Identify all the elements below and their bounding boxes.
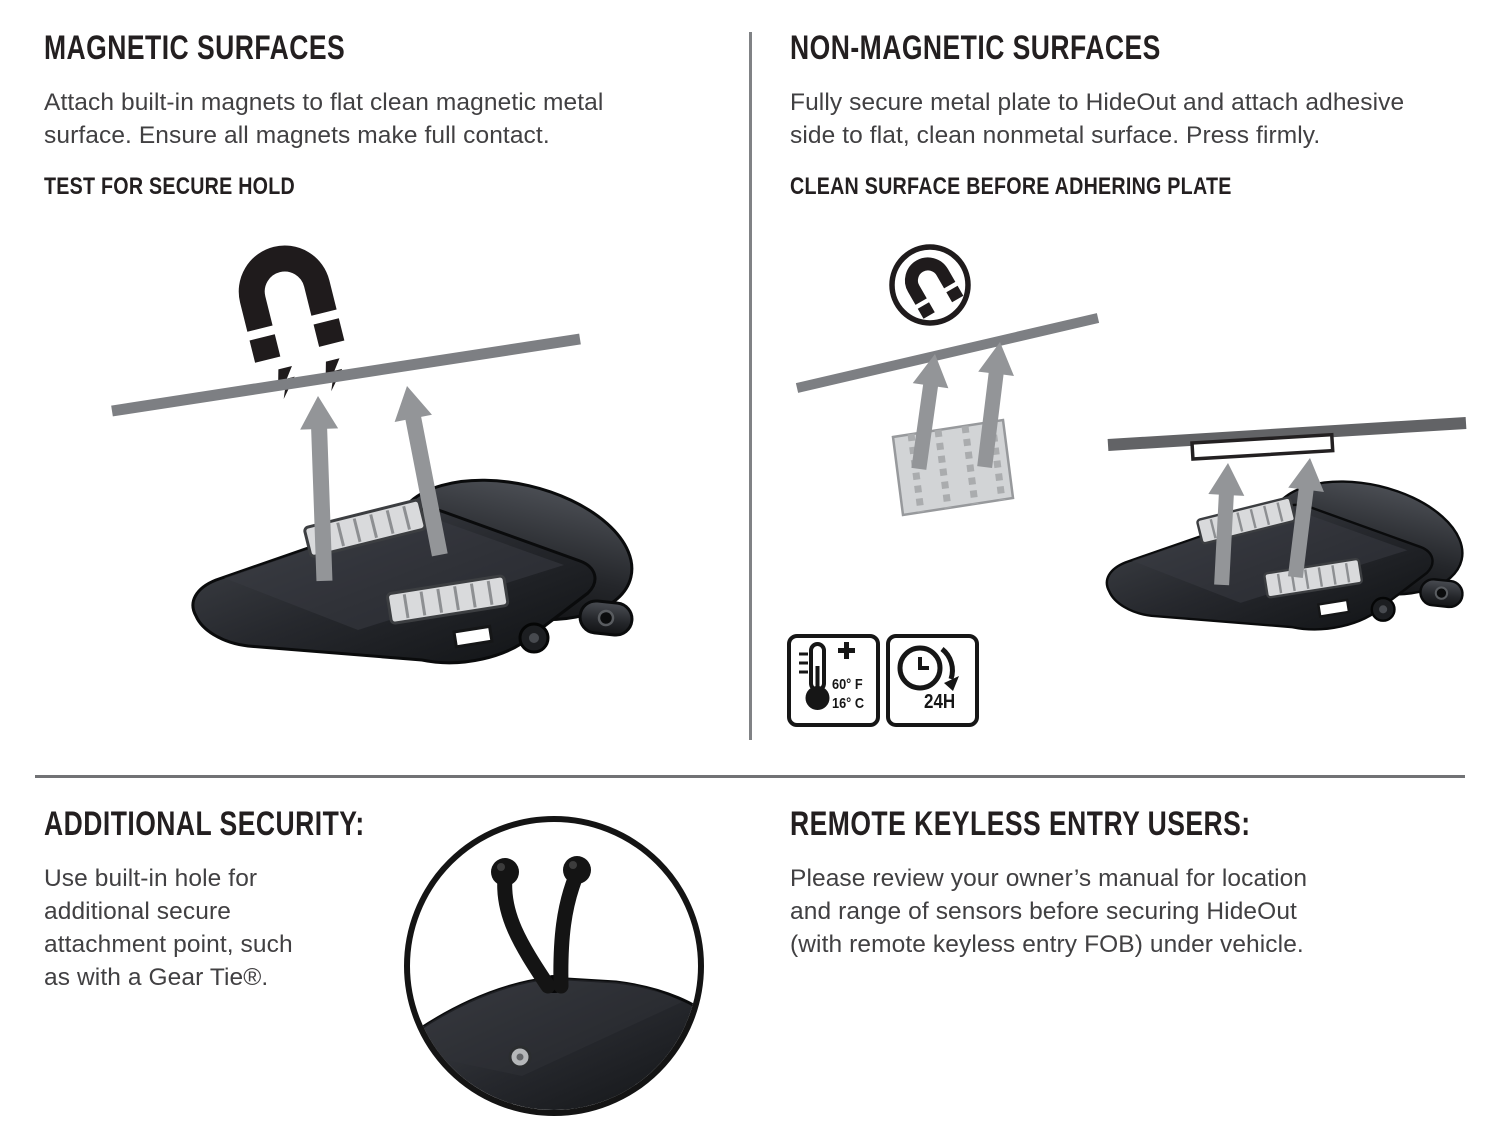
duration-label: 24H — [924, 691, 956, 713]
body-line: Please review your owner’s manual for lo… — [790, 865, 1308, 892]
body-line: and range of sensors before securing Hid… — [790, 898, 1297, 925]
nonmetal-surface-line — [1107, 417, 1467, 451]
magnetic-surfaces-title-text: MAGNETIC SURFACES — [44, 29, 346, 67]
magnetic-surface-line — [111, 333, 581, 417]
additional-security-title-text: ADDITIONAL SECURITY: — [44, 805, 365, 843]
body-line: surface. Ensure all magnets make full co… — [44, 122, 550, 149]
body-line: Use built-in hole for — [44, 865, 258, 892]
nonmagnetic-surfaces-subheading-text: CLEAN SURFACE BEFORE ADHERING PLATE — [790, 173, 1232, 200]
additional-security-title: ADDITIONAL SECURITY: — [44, 805, 455, 843]
body-line: attachment point, such — [44, 931, 293, 958]
body-line: Attach built-in magnets to flat clean ma… — [44, 89, 604, 116]
hideout-device-illustration — [1107, 464, 1474, 629]
magnetic-surfaces-subheading: TEST FOR SECURE HOLD — [44, 173, 350, 200]
keyless-entry-title-text: REMOTE KEYLESS ENTRY USERS: — [790, 805, 1251, 843]
circle-frame — [404, 816, 704, 1116]
nonmagnetic-surfaces-illustration — [795, 244, 1490, 672]
surface-line — [795, 313, 1100, 393]
body-line: Fully secure metal plate to HideOut and … — [790, 89, 1405, 116]
nonmagnetic-surfaces-subheading: CLEAN SURFACE BEFORE ADHERING PLATE — [790, 173, 1329, 200]
horizontal-divider — [35, 775, 1465, 778]
nonmagnetic-surfaces-body: Fully secure metal plate to HideOut and … — [790, 86, 1404, 152]
clock-24h-icon — [897, 645, 959, 691]
body-line: side to flat, clean nonmetal surface. Pr… — [790, 122, 1321, 149]
body-line: (with remote keyless entry FOB) under ve… — [790, 931, 1304, 958]
magnetic-surfaces-title: MAGNETIC SURFACES — [44, 29, 430, 67]
body-line: as with a Gear Tie®. — [44, 964, 269, 991]
magnetic-surfaces-illustration — [111, 228, 690, 728]
magnet-badge-icon — [889, 244, 971, 323]
gear-tie-illustration — [404, 816, 704, 1116]
additional-security-body: Use built-in hole for additional secure … — [44, 862, 293, 994]
up-arrow-icon — [300, 386, 448, 582]
magnetic-surfaces-subheading-text: TEST FOR SECURE HOLD — [44, 173, 295, 200]
metal-plate — [1190, 432, 1335, 461]
up-arrow-icon — [1208, 458, 1324, 586]
keyless-entry-title: REMOTE KEYLESS ENTRY USERS: — [790, 805, 1381, 843]
up-arrow-icon — [911, 342, 1014, 470]
keyless-entry-body: Please review your owner’s manual for lo… — [790, 862, 1307, 961]
thermometer-plus-icon — [799, 642, 855, 710]
vertical-divider — [749, 32, 752, 740]
nonmagnetic-surfaces-title-text: NON-MAGNETIC SURFACES — [790, 29, 1161, 67]
temp-fahrenheit: 60° F — [832, 676, 863, 693]
temp-celsius: 16° C — [832, 695, 865, 712]
temperature-badge: 60° F 16° C — [787, 634, 880, 727]
body-line: additional secure — [44, 898, 231, 925]
nonmagnetic-surfaces-title: NON-MAGNETIC SURFACES — [790, 29, 1265, 67]
magnetic-surfaces-body: Attach built-in magnets to flat clean ma… — [44, 86, 603, 152]
gear-tie-loop-icon — [491, 856, 591, 994]
plus-icon — [838, 642, 855, 659]
time-badge: 24H — [886, 634, 979, 727]
